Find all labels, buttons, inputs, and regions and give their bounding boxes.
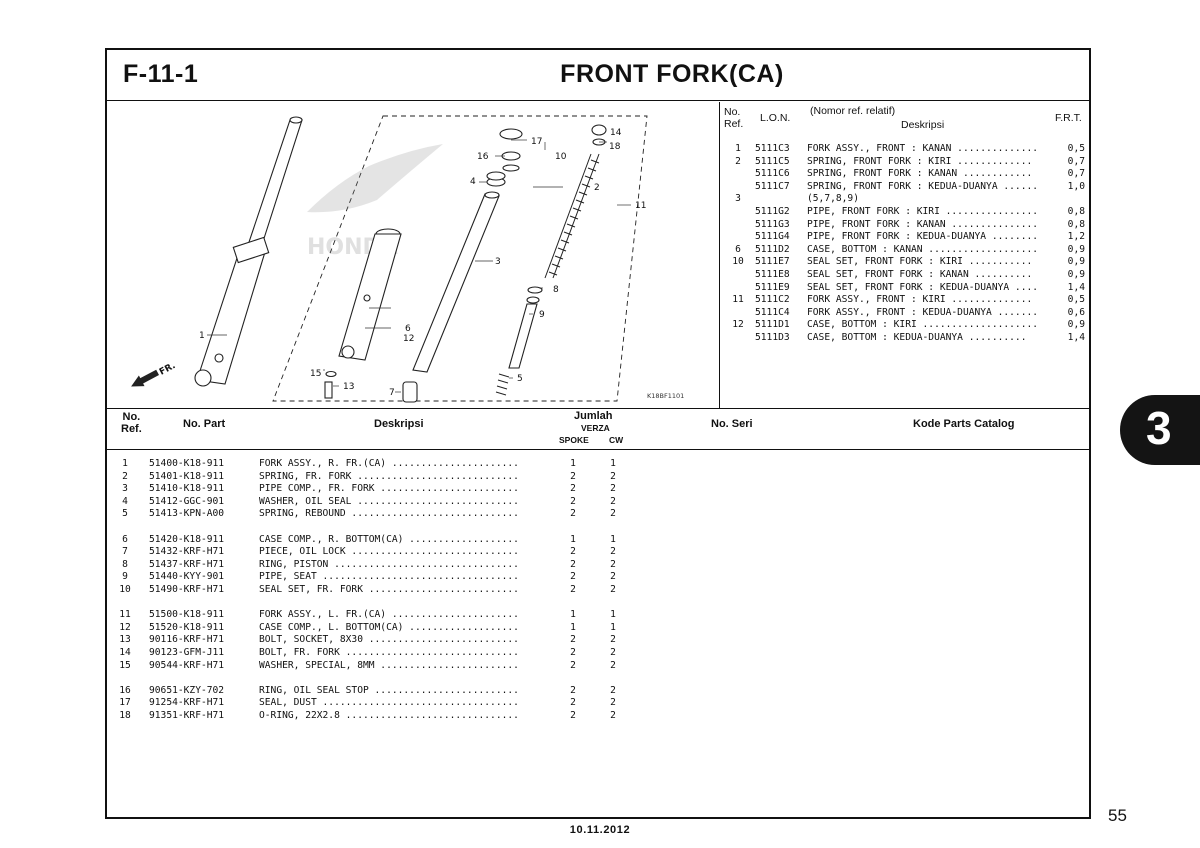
seat-pipe (508, 286, 543, 369)
callout-16: 16 (477, 152, 489, 162)
callout-11: 11 (635, 201, 646, 211)
lon-header-frt: F.R.T. (1055, 112, 1082, 124)
assembly-dashed-box (272, 115, 648, 402)
callout-2: 2 (594, 183, 600, 193)
section-code: F-11-1 (123, 60, 199, 88)
rebound-spring (495, 373, 510, 396)
callout-3: 3 (495, 257, 501, 267)
row-gap (107, 597, 667, 610)
socket-bolt (324, 370, 337, 399)
callout-18: 18 (609, 142, 621, 152)
section-divider (107, 408, 1089, 409)
pipe-comp (412, 191, 500, 373)
callout-13: 13 (343, 382, 354, 392)
parts-header-part: No. Part (183, 418, 226, 430)
lon-header-relatif: (Nomor ref. relatif) (810, 105, 896, 117)
parts-header-cw: CW (609, 435, 624, 445)
seal-parts (486, 128, 523, 187)
section-tab-number: 3 (1146, 402, 1172, 454)
callout-1: 1 (199, 331, 205, 341)
exploded-diagram: HONDA (107, 102, 719, 408)
front-direction-arrow: FR. (131, 361, 177, 387)
lon-row: 3(5,7,8,9) (735, 193, 859, 205)
fr-label: FR. (158, 361, 177, 378)
parts-header-no: No.Ref. (121, 411, 142, 435)
parts-header-verza: VERZA (581, 423, 610, 433)
leader-lines (207, 139, 631, 393)
callout-7: 7 (389, 388, 395, 398)
callout-17: 17 (531, 137, 542, 147)
parts-header-deskripsi: Deskripsi (374, 418, 424, 430)
row-gap (107, 672, 667, 685)
lon-header-lon: L.O.N. (760, 112, 791, 124)
oil-lock-piece (402, 381, 418, 403)
drawing-code: K18BF1101 (647, 392, 684, 400)
callout-8: 8 (553, 285, 559, 295)
parts-header-kode: Kode Parts Catalog (913, 418, 1015, 430)
page-number: 55 (1108, 806, 1127, 825)
column-divider (719, 102, 720, 408)
callout-5: 5 (517, 374, 523, 384)
header-divider (107, 100, 1089, 101)
section-tab: 3 (1120, 395, 1200, 465)
row-gap (107, 521, 667, 534)
callout-6: 6 (405, 324, 411, 334)
fork-spring (544, 153, 600, 279)
table-header-divider (107, 449, 1089, 450)
callout-15: 15 (310, 369, 321, 379)
lon-header-no: No.Ref. (724, 106, 744, 130)
publication-date: 10.11.2012 (569, 824, 631, 836)
callout-14: 14 (610, 128, 622, 138)
callout-4: 4 (470, 177, 476, 187)
parts-header-no-seri: No. Seri (711, 418, 753, 430)
parts-header-jumlah: Jumlah (574, 410, 613, 422)
callout-9: 9 (539, 310, 545, 320)
front-fork-drawing: HONDA (131, 115, 684, 403)
lon-header-deskripsi: Deskripsi (901, 119, 945, 131)
case-bottom (338, 228, 402, 361)
catalog-frame: F-11-1 FRONT FORK(CA) HONDA (105, 48, 1091, 819)
callout-labels: 1 2 3 4 5 6 7 8 9 10 11 12 13 14 15 16 1… (199, 128, 646, 398)
parts-header-spoke: SPOKE (559, 435, 589, 445)
callout-10: 10 (555, 152, 567, 162)
fork-assy-left (194, 116, 303, 387)
page-title: FRONT FORK(CA) (560, 60, 784, 88)
callout-12: 12 (403, 334, 414, 344)
